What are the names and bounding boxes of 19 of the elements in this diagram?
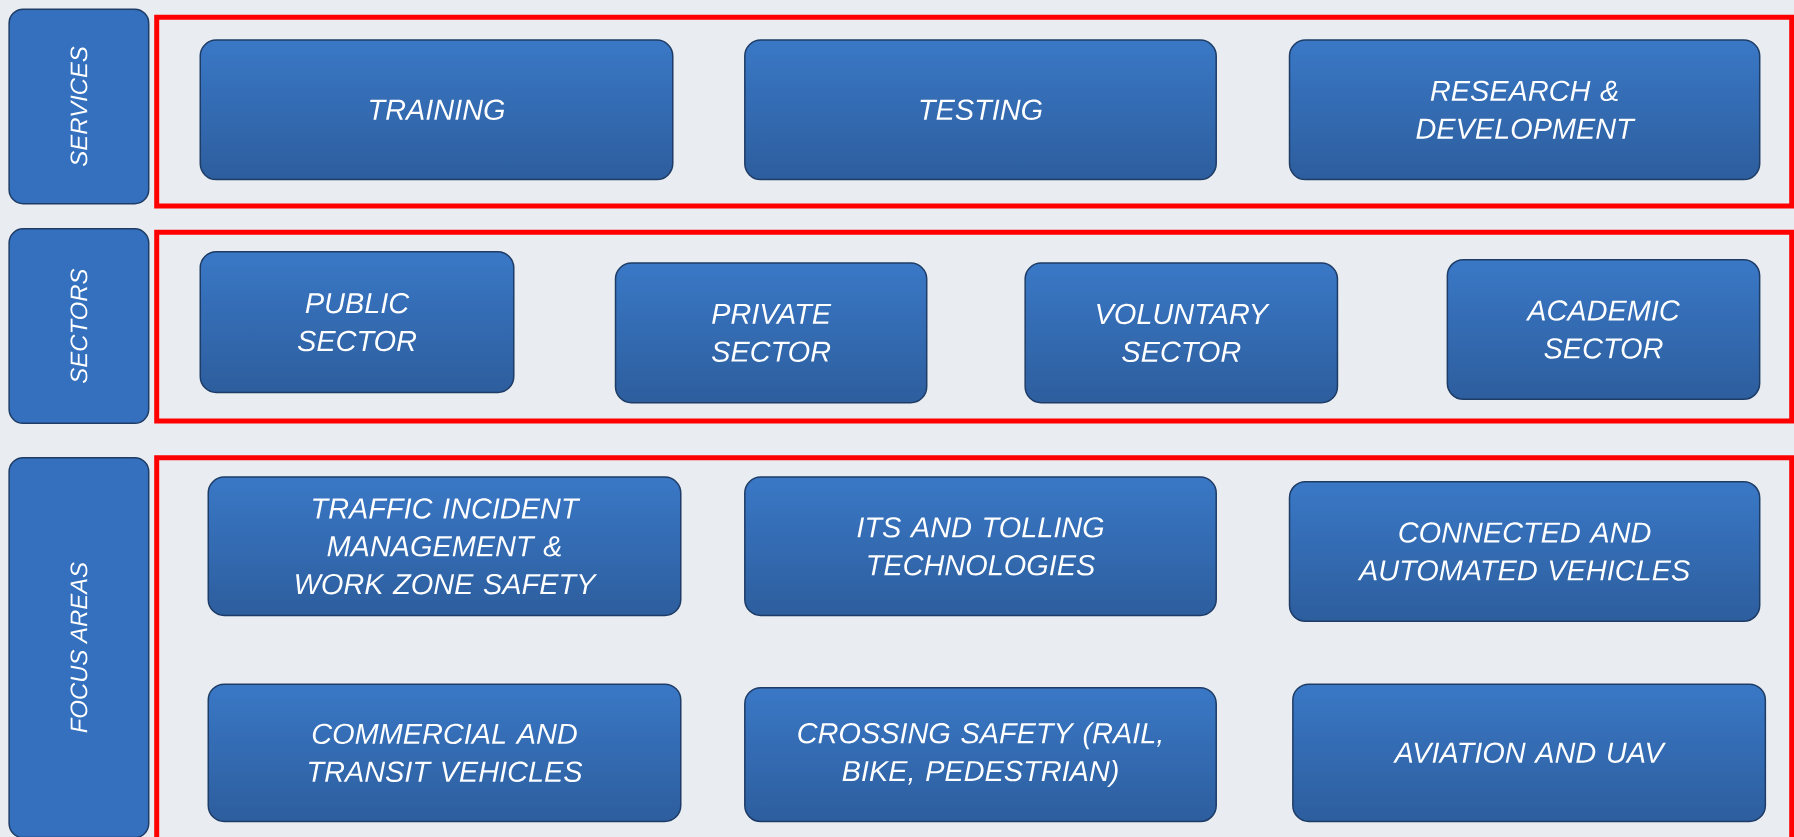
side-tab: SERVICES (8, 8, 150, 205)
rounded-box: PRIVATE SECTOR (614, 262, 928, 404)
rounded-box: ITS AND TOLLING TECHNOLOGIES (744, 476, 1217, 617)
rounded-box: AVIATION AND UAV (1292, 683, 1767, 823)
rounded-box: TRAFFIC INCIDENT MANAGEMENT & WORK ZONE SAFETY (207, 476, 682, 617)
frame (154, 229, 1794, 424)
side-tab: SECTORS (8, 228, 150, 425)
rounded-box: COMMERCIAL AND TRANSIT VEHICLES (207, 683, 682, 823)
rounded-box: TRAINING (199, 39, 674, 181)
rounded-box: PUBLIC SECTOR (199, 251, 515, 394)
side-tab: FOCUS AREAS (8, 456, 150, 837)
rounded-box: RESEARCH & DEVELOPMENT (1288, 39, 1761, 181)
rounded-box: VOLUNTARY SECTOR (1024, 262, 1339, 404)
frame (154, 14, 1794, 209)
rounded-box: CROSSING SAFETY (RAIL, BIKE, PEDESTRIAN) (744, 686, 1217, 823)
frame (154, 455, 1794, 837)
rounded-box: TESTING (744, 39, 1217, 181)
rounded-box: CONNECTED AND AUTOMATED VEHICLES (1288, 480, 1761, 623)
rounded-box: ACADEMIC SECTOR (1446, 258, 1761, 401)
